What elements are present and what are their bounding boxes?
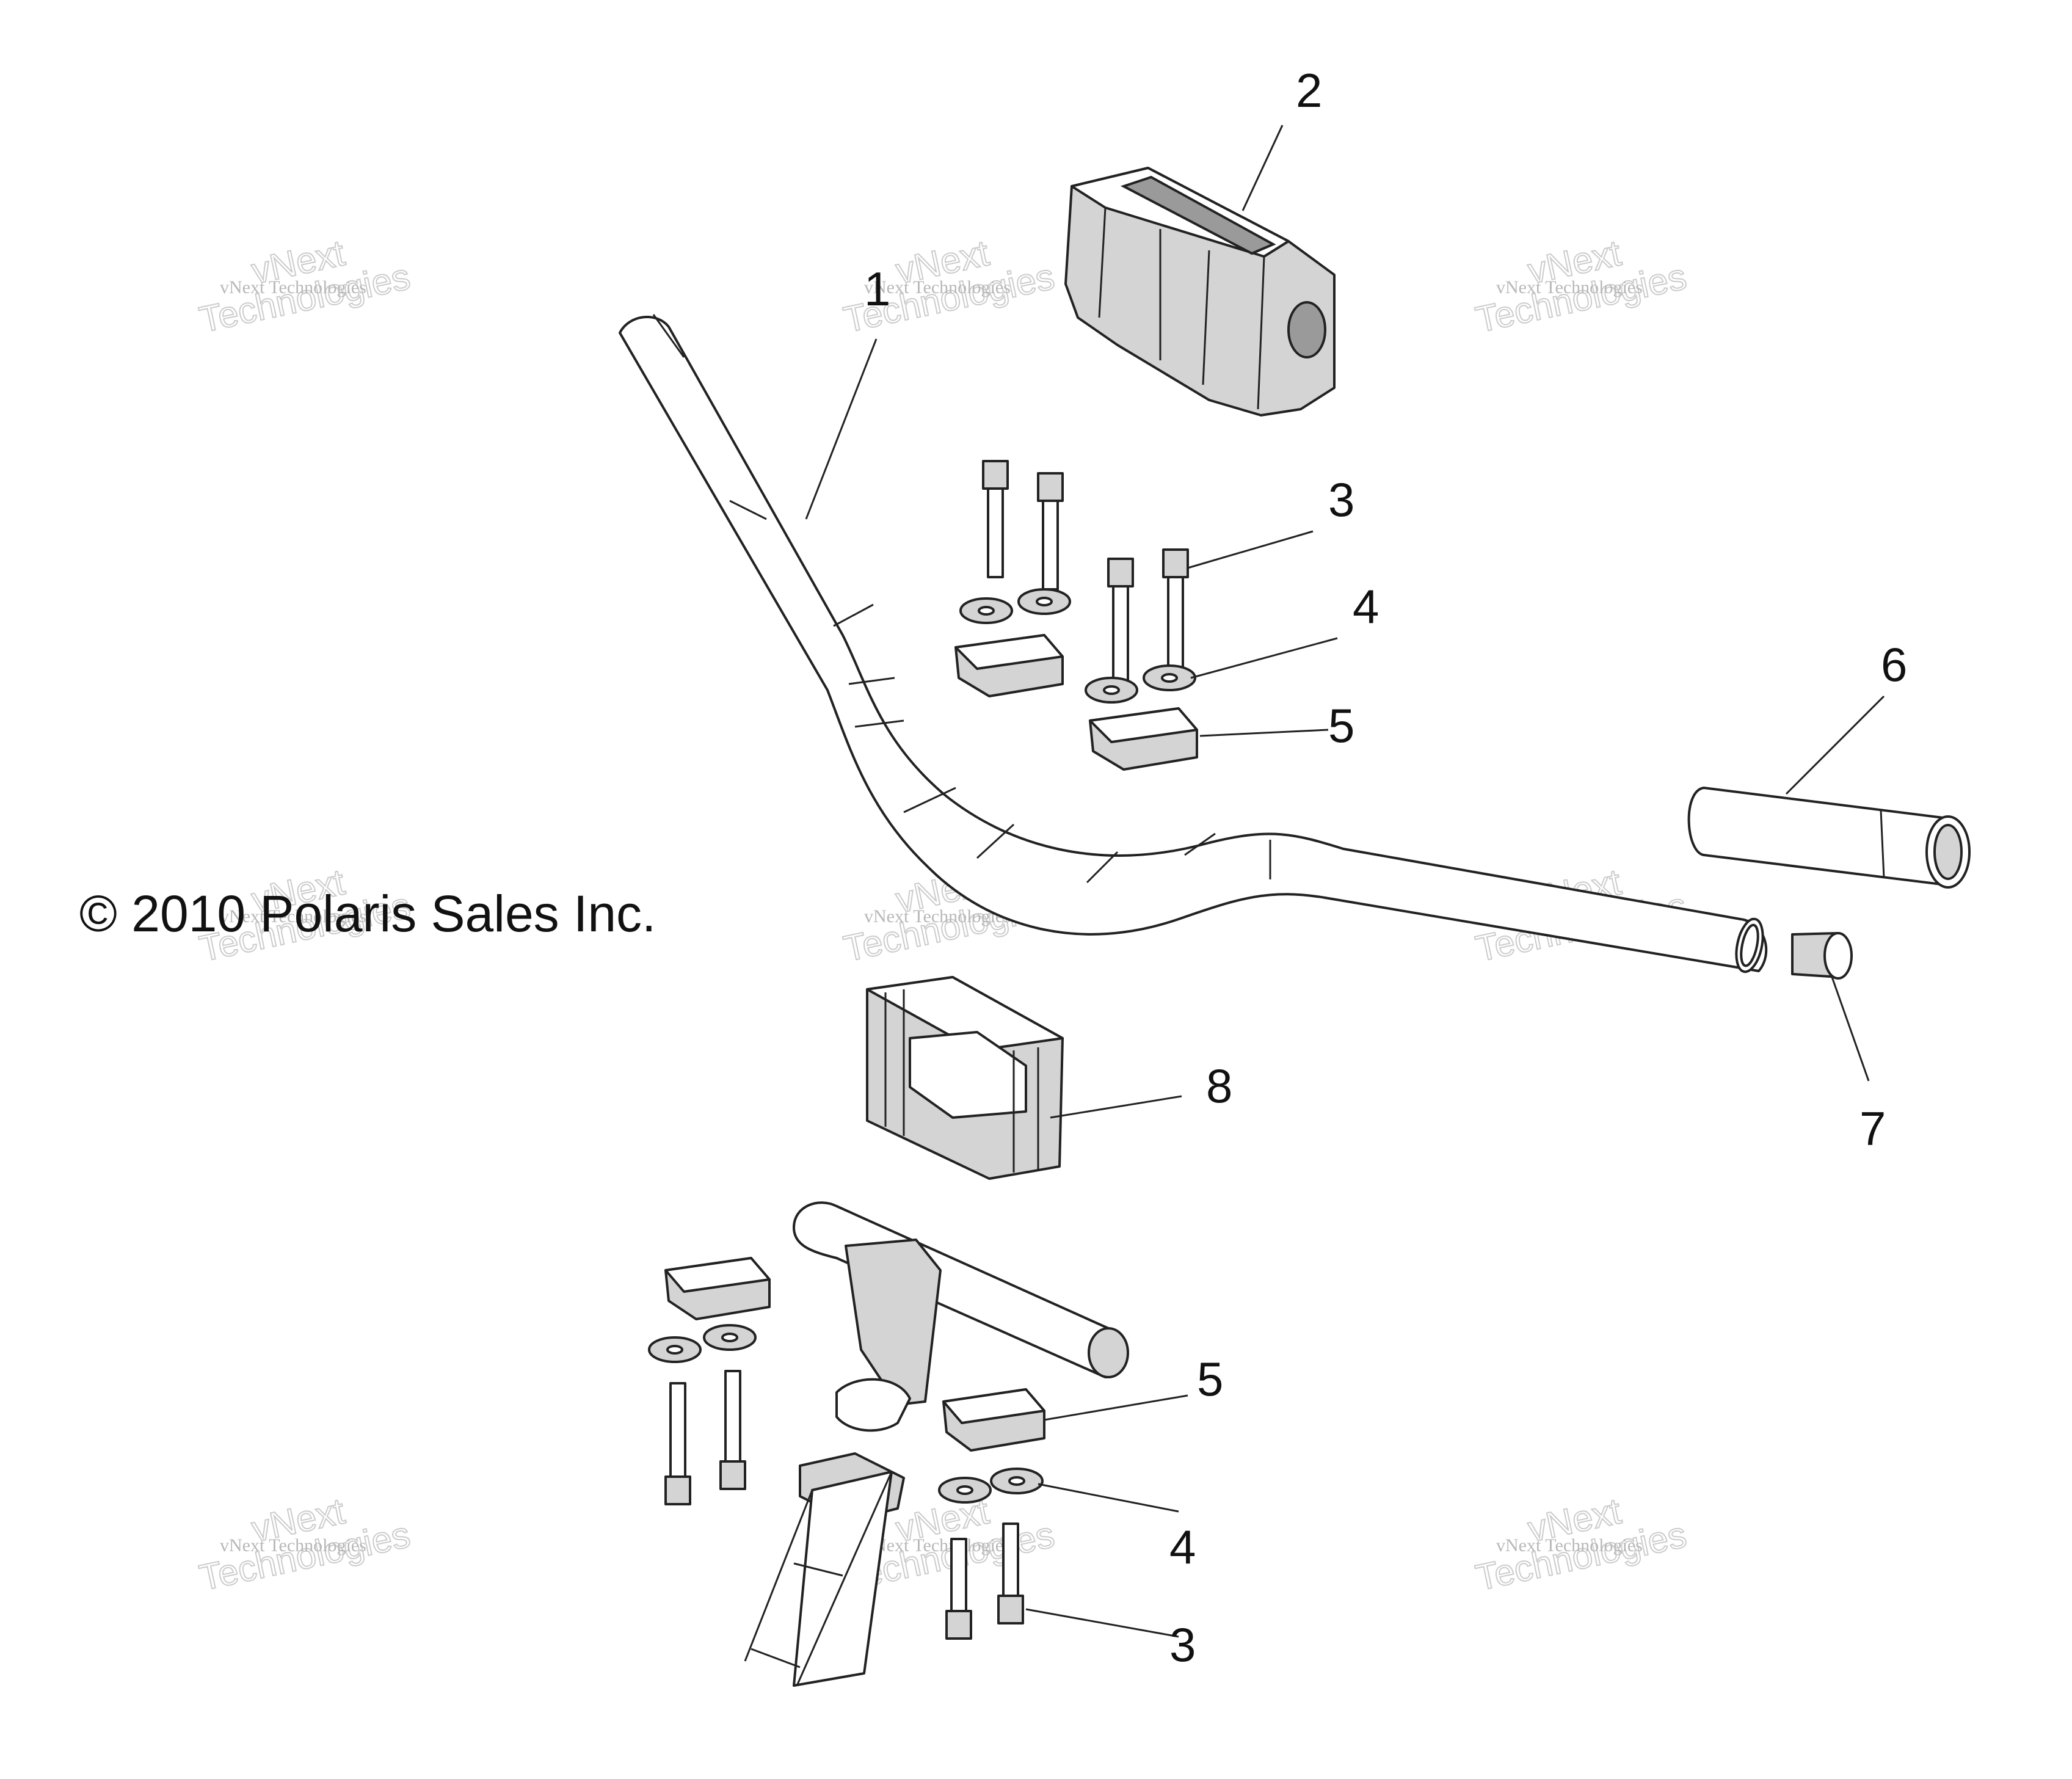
watermark-small-text: vNext Technologies — [864, 1535, 1011, 1555]
bolt — [664, 1382, 691, 1505]
callout-6: 6 — [1881, 638, 1907, 691]
callout-8: 8 — [1206, 1059, 1232, 1113]
lower-left-parts-group — [648, 1257, 771, 1505]
callout-5-lower: 5 — [1197, 1352, 1223, 1406]
riser-part — [744, 1201, 1129, 1687]
bolt — [1162, 548, 1189, 673]
callout-7: 7 — [1859, 1102, 1886, 1155]
handlebar-cover-part — [1064, 167, 1336, 417]
callout-labels: 1 2 3 4 5 6 7 8 5 4 3 — [864, 64, 1907, 1672]
lower-right-parts-group — [938, 1388, 1045, 1640]
watermark-small-text: vNext Technologies — [1496, 1535, 1643, 1555]
watermark-top-left: Technologies vNext vNext Technologies — [195, 231, 415, 341]
callout-4-lower: 4 — [1169, 1520, 1196, 1574]
watermark-small-text: vNext Technologies — [220, 277, 366, 297]
callout-3-upper: 3 — [1328, 473, 1354, 526]
callout-3-lower: 3 — [1169, 1618, 1196, 1672]
watermark-small-text: vNext Technologies — [220, 906, 366, 926]
watermark-bottom-left: Technologies vNext vNext Technologies — [195, 1490, 415, 1599]
end-plug-part — [1791, 932, 1853, 980]
watermark-top-right: Technologies vNext vNext Technologies — [1472, 231, 1691, 341]
bolt — [945, 1538, 972, 1640]
watermark-small-text: vNext Technologies — [220, 1535, 366, 1555]
callout-4-upper: 4 — [1353, 580, 1379, 633]
callout-2: 2 — [1296, 64, 1322, 117]
bolt — [719, 1370, 746, 1490]
copyright-text: © 2010 Polaris Sales Inc. — [79, 885, 656, 942]
callout-1: 1 — [864, 262, 890, 316]
callout-5-upper: 5 — [1328, 699, 1354, 752]
upper-clamps-group — [954, 634, 1198, 771]
watermark-small-text: vNext Technologies — [1496, 277, 1643, 297]
leader-lines — [805, 125, 1885, 1638]
upper-washers-group — [959, 588, 1196, 704]
watermark-small-text: vNext Technologies — [864, 277, 1011, 297]
handlebar-part — [619, 314, 1768, 973]
bolt — [997, 1523, 1024, 1624]
watermark-bottom-right: Technologies vNext vNext Technologies — [1472, 1490, 1691, 1599]
bolt — [1037, 472, 1064, 591]
grip-part — [1687, 787, 1971, 889]
bolt — [982, 460, 1009, 578]
pad-part — [866, 976, 1064, 1180]
bolt — [1107, 558, 1134, 682]
